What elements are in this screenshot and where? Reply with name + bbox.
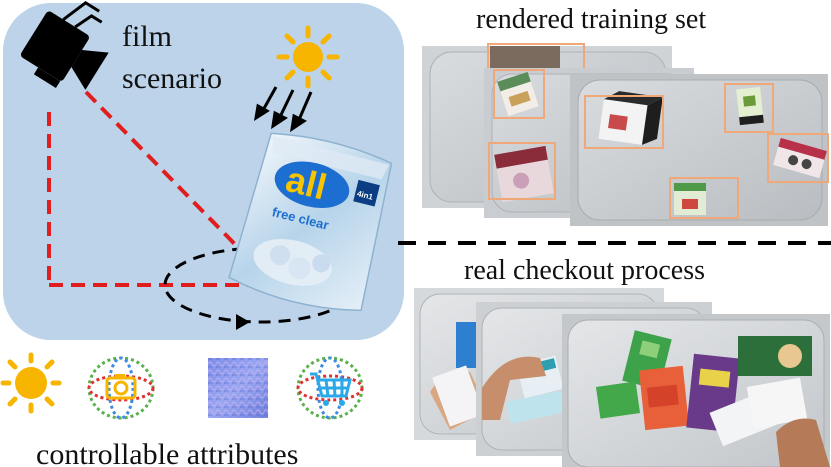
bbox-front-2 (724, 83, 774, 133)
real-checkout-title: real checkout process (464, 255, 705, 286)
real-image-front (562, 314, 830, 467)
camera-geometry-lines (47, 90, 272, 287)
light-rays (253, 86, 313, 133)
scenario-title-line1: film (122, 20, 172, 53)
sun-icon (276, 25, 340, 89)
scenario-title-line2: scenario (122, 62, 222, 95)
detergent-bag: all 4in1 free clear (228, 132, 393, 312)
bbox-middle-bottom (488, 142, 556, 200)
normal-map-texture-icon (208, 358, 268, 418)
attributes-label: controllable attributes (36, 438, 298, 467)
bbox-front-3 (767, 133, 829, 183)
bbox-front-1 (584, 95, 664, 149)
training-title: rendered training set (476, 4, 706, 35)
bbox-front-4 (669, 177, 739, 219)
rendered-image-front (570, 74, 829, 226)
camera-pose-icon (87, 356, 155, 420)
rendered-training-panel: rendered training set (422, 4, 829, 226)
film-scenario-panel: film scenario (3, 0, 404, 340)
bbox-middle-top (493, 69, 545, 119)
product-brand-text: all (282, 158, 331, 207)
controllable-attributes-row: controllable attributes (0, 352, 364, 467)
attribute-sun-icon (0, 352, 62, 414)
real-checkout-panel: real checkout process (414, 255, 830, 467)
movie-camera-icon (20, 0, 109, 90)
product-tag-text: 4in1 (356, 189, 374, 202)
cart-pose-icon (296, 356, 364, 420)
